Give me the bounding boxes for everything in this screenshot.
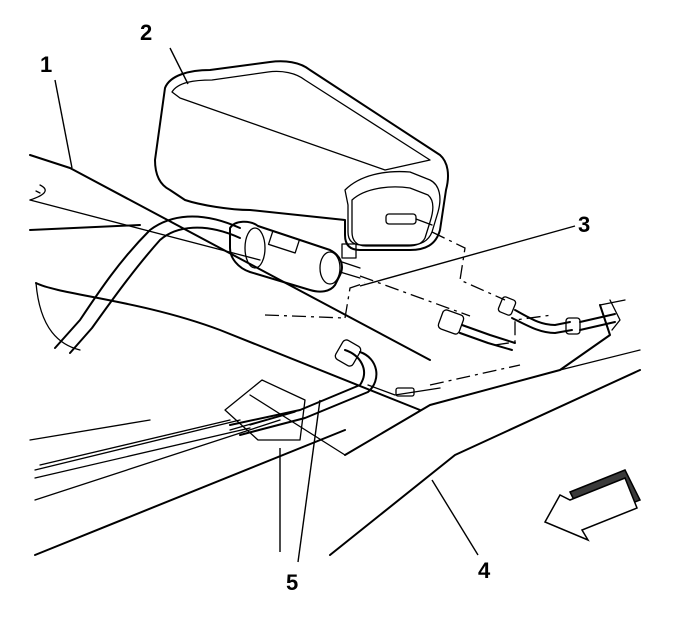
callout-3: 3: [578, 212, 590, 237]
evap-canister: [154, 60, 449, 259]
callout-4: 4: [478, 558, 491, 583]
vent-tube: [54, 215, 241, 354]
callout-1: 1: [40, 52, 52, 77]
leader-1: [54, 79, 73, 169]
leader-5b: [297, 399, 321, 563]
assembly-lines: [264, 231, 553, 386]
leader-lines: [54, 47, 576, 563]
fuel-lines: [34, 339, 441, 479]
canister-mount: [229, 220, 361, 293]
leader-2: [169, 47, 189, 85]
leader-3: [359, 225, 576, 287]
fuel-tank: [249, 299, 641, 556]
canister-hoses: [437, 296, 621, 351]
callout-2: 2: [140, 20, 152, 45]
front-direction-arrow-icon: [543, 469, 642, 542]
callout-5: 5: [286, 570, 298, 595]
leader-4: [431, 479, 479, 556]
frame-rail: [29, 154, 431, 556]
